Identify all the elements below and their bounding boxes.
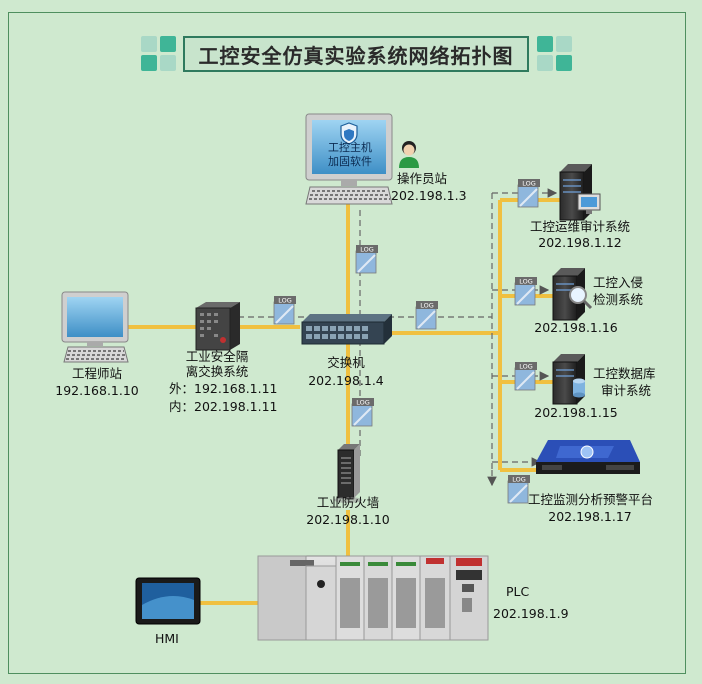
network-switch[interactable] xyxy=(301,314,392,345)
hmi-panel[interactable] xyxy=(135,577,201,625)
log-badge-text: LOG xyxy=(519,363,533,371)
database-icon xyxy=(573,378,585,398)
log-badge-text: LOG xyxy=(420,302,434,310)
gap-ip-outer: 外：192.168.1.11 xyxy=(169,381,278,396)
operator-screen-text: 工控主机 加固软件 xyxy=(315,141,385,169)
page-title: 工控安全仿真实验系统网络拓扑图 xyxy=(183,36,529,72)
magnifier-icon xyxy=(569,286,587,304)
db-audit-name-line1: 工控数据库 xyxy=(593,366,656,381)
db-audit-name-line2: 审计系统 xyxy=(601,383,652,398)
operator-screen-line2: 加固软件 xyxy=(328,155,372,168)
diagram-frame xyxy=(8,12,686,674)
monitor-ip: 202.198.1.17 xyxy=(548,509,632,524)
firewall-ip: 202.198.1.10 xyxy=(306,512,390,527)
engineer-station[interactable] xyxy=(61,291,129,363)
log-badges: LOG LOG LOG LOG LOG LOG LOG LOG xyxy=(273,178,541,504)
gap-name-line1: 工业安全隔 xyxy=(185,349,249,364)
operator-person-icon xyxy=(399,141,419,168)
isolation-gap-device[interactable] xyxy=(195,302,240,351)
ops-audit-name: 工控运维审计系统 xyxy=(529,219,630,234)
log-badge-text: LOG xyxy=(360,246,374,254)
ids-ip: 202.198.1.16 xyxy=(534,320,618,335)
log-badge-text: LOG xyxy=(278,297,292,305)
engineer-station-ip: 192.168.1.10 xyxy=(55,383,139,398)
title-decoration-left xyxy=(141,36,177,72)
plc-name: PLC xyxy=(506,584,530,599)
operator-station-ip: 202.198.1.3 xyxy=(391,188,467,203)
monitor-name: 工控监测分析预警平台 xyxy=(528,492,654,507)
log-links xyxy=(238,188,558,487)
keyboard-icon xyxy=(305,186,393,205)
ids-name-line1: 工控入侵 xyxy=(593,275,644,290)
operator-station[interactable] xyxy=(305,113,419,205)
ops-audit-ip: 202.198.1.12 xyxy=(538,235,622,250)
switch-name: 交换机 xyxy=(327,355,365,370)
log-badge-text: LOG xyxy=(519,278,533,286)
log-badge-text: LOG xyxy=(356,399,370,407)
engineer-station-name: 工程师站 xyxy=(71,366,122,381)
gap-name-line2: 离交换系统 xyxy=(185,364,249,379)
plc-rack[interactable] xyxy=(257,555,489,641)
gap-ip-inner: 内：202.198.1.11 xyxy=(169,399,278,414)
plc-ip: 202.198.1.9 xyxy=(493,606,569,621)
operator-screen-line1: 工控主机 xyxy=(328,141,372,154)
title-decoration-right xyxy=(537,36,573,72)
ids-name-line2: 检测系统 xyxy=(593,292,644,307)
db-audit-server[interactable] xyxy=(552,354,585,405)
operator-station-name: 操作员站 xyxy=(397,171,448,186)
firewall-name: 工业防火墙 xyxy=(316,495,380,510)
log-badge-text: LOG xyxy=(512,476,526,484)
monitoring-platform[interactable] xyxy=(536,440,640,474)
industrial-firewall[interactable] xyxy=(334,444,362,503)
hmi-name: HMI xyxy=(155,631,179,646)
log-badge-text: LOG xyxy=(522,180,536,188)
ops-audit-server[interactable] xyxy=(559,164,601,221)
switch-ip: 202.198.1.4 xyxy=(308,373,384,388)
ids-server[interactable] xyxy=(552,268,593,321)
db-audit-ip: 202.198.1.15 xyxy=(534,405,618,420)
